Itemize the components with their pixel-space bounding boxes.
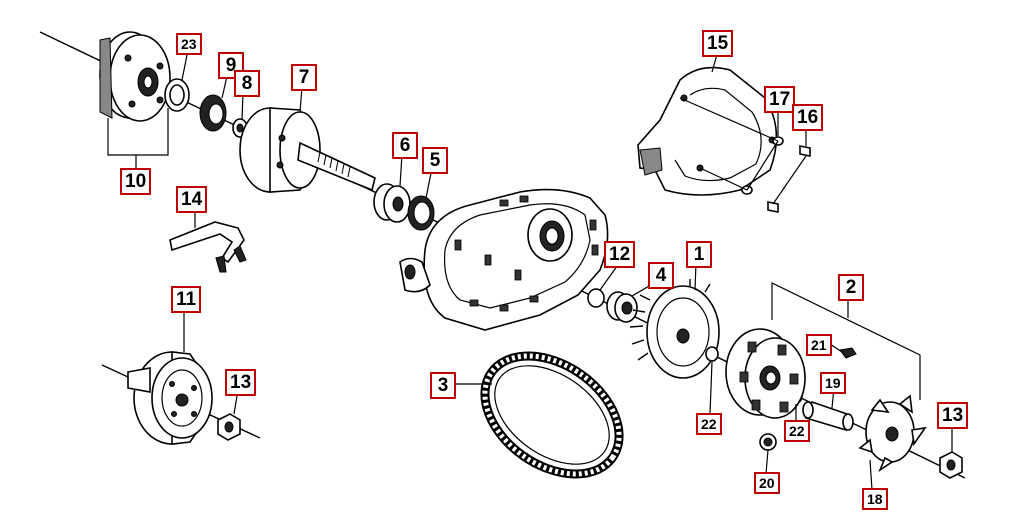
fan-pulley-1-drawing <box>629 279 720 379</box>
slider-21-drawing <box>839 347 857 359</box>
callout-22-right: 22 <box>784 420 810 442</box>
callout-11: 11 <box>171 286 202 313</box>
fork-14-drawing <box>169 221 247 273</box>
callout-18: 18 <box>862 488 888 510</box>
callout-21: 21 <box>806 334 832 356</box>
callout-19: 19 <box>820 372 846 394</box>
bolt-16a-drawing <box>799 145 811 157</box>
callout-23: 23 <box>176 33 202 55</box>
o-ring-12-drawing <box>587 288 605 308</box>
crankcase-drawing <box>399 188 609 331</box>
cover-15-drawing <box>637 66 778 196</box>
callout-20: 20 <box>754 472 780 494</box>
callout-15: 15 <box>702 30 734 57</box>
callout-7: 7 <box>291 64 317 91</box>
callout-17: 17 <box>764 86 796 113</box>
callout-6: 6 <box>392 132 418 159</box>
bolt-16b-drawing <box>767 201 779 213</box>
nut-13b-drawing <box>939 451 963 479</box>
seal-5-drawing <box>407 195 435 231</box>
ramp-plate-18-drawing <box>858 394 927 473</box>
drive-shaft-7-drawing <box>239 107 376 193</box>
callout-16: 16 <box>792 104 824 131</box>
clutch-drum-11-drawing <box>127 351 213 445</box>
bearing-9-drawing <box>199 94 227 132</box>
sleeve-19-drawing <box>802 400 854 432</box>
callout-22-left: 22 <box>696 413 722 435</box>
belt-3-drawing <box>480 351 624 479</box>
callout-13-left: 13 <box>225 369 257 396</box>
clutch-assembly-drawing <box>99 31 171 122</box>
callout-10: 10 <box>120 168 152 195</box>
callout-8: 8 <box>234 70 260 97</box>
callout-1: 1 <box>686 241 712 268</box>
callout-12: 12 <box>604 241 636 268</box>
variator-2-drawing <box>725 328 806 419</box>
callout-2: 2 <box>838 274 864 301</box>
callout-3: 3 <box>430 372 456 399</box>
nut-13a-drawing <box>217 413 241 441</box>
washer-22a-drawing <box>705 346 719 362</box>
callout-4: 4 <box>648 262 674 289</box>
callout-14: 14 <box>176 186 208 213</box>
bearing-6-drawing <box>373 183 411 223</box>
bearing-4-drawing <box>606 291 638 323</box>
callout-5: 5 <box>422 147 448 174</box>
callout-13-right: 13 <box>937 402 969 429</box>
